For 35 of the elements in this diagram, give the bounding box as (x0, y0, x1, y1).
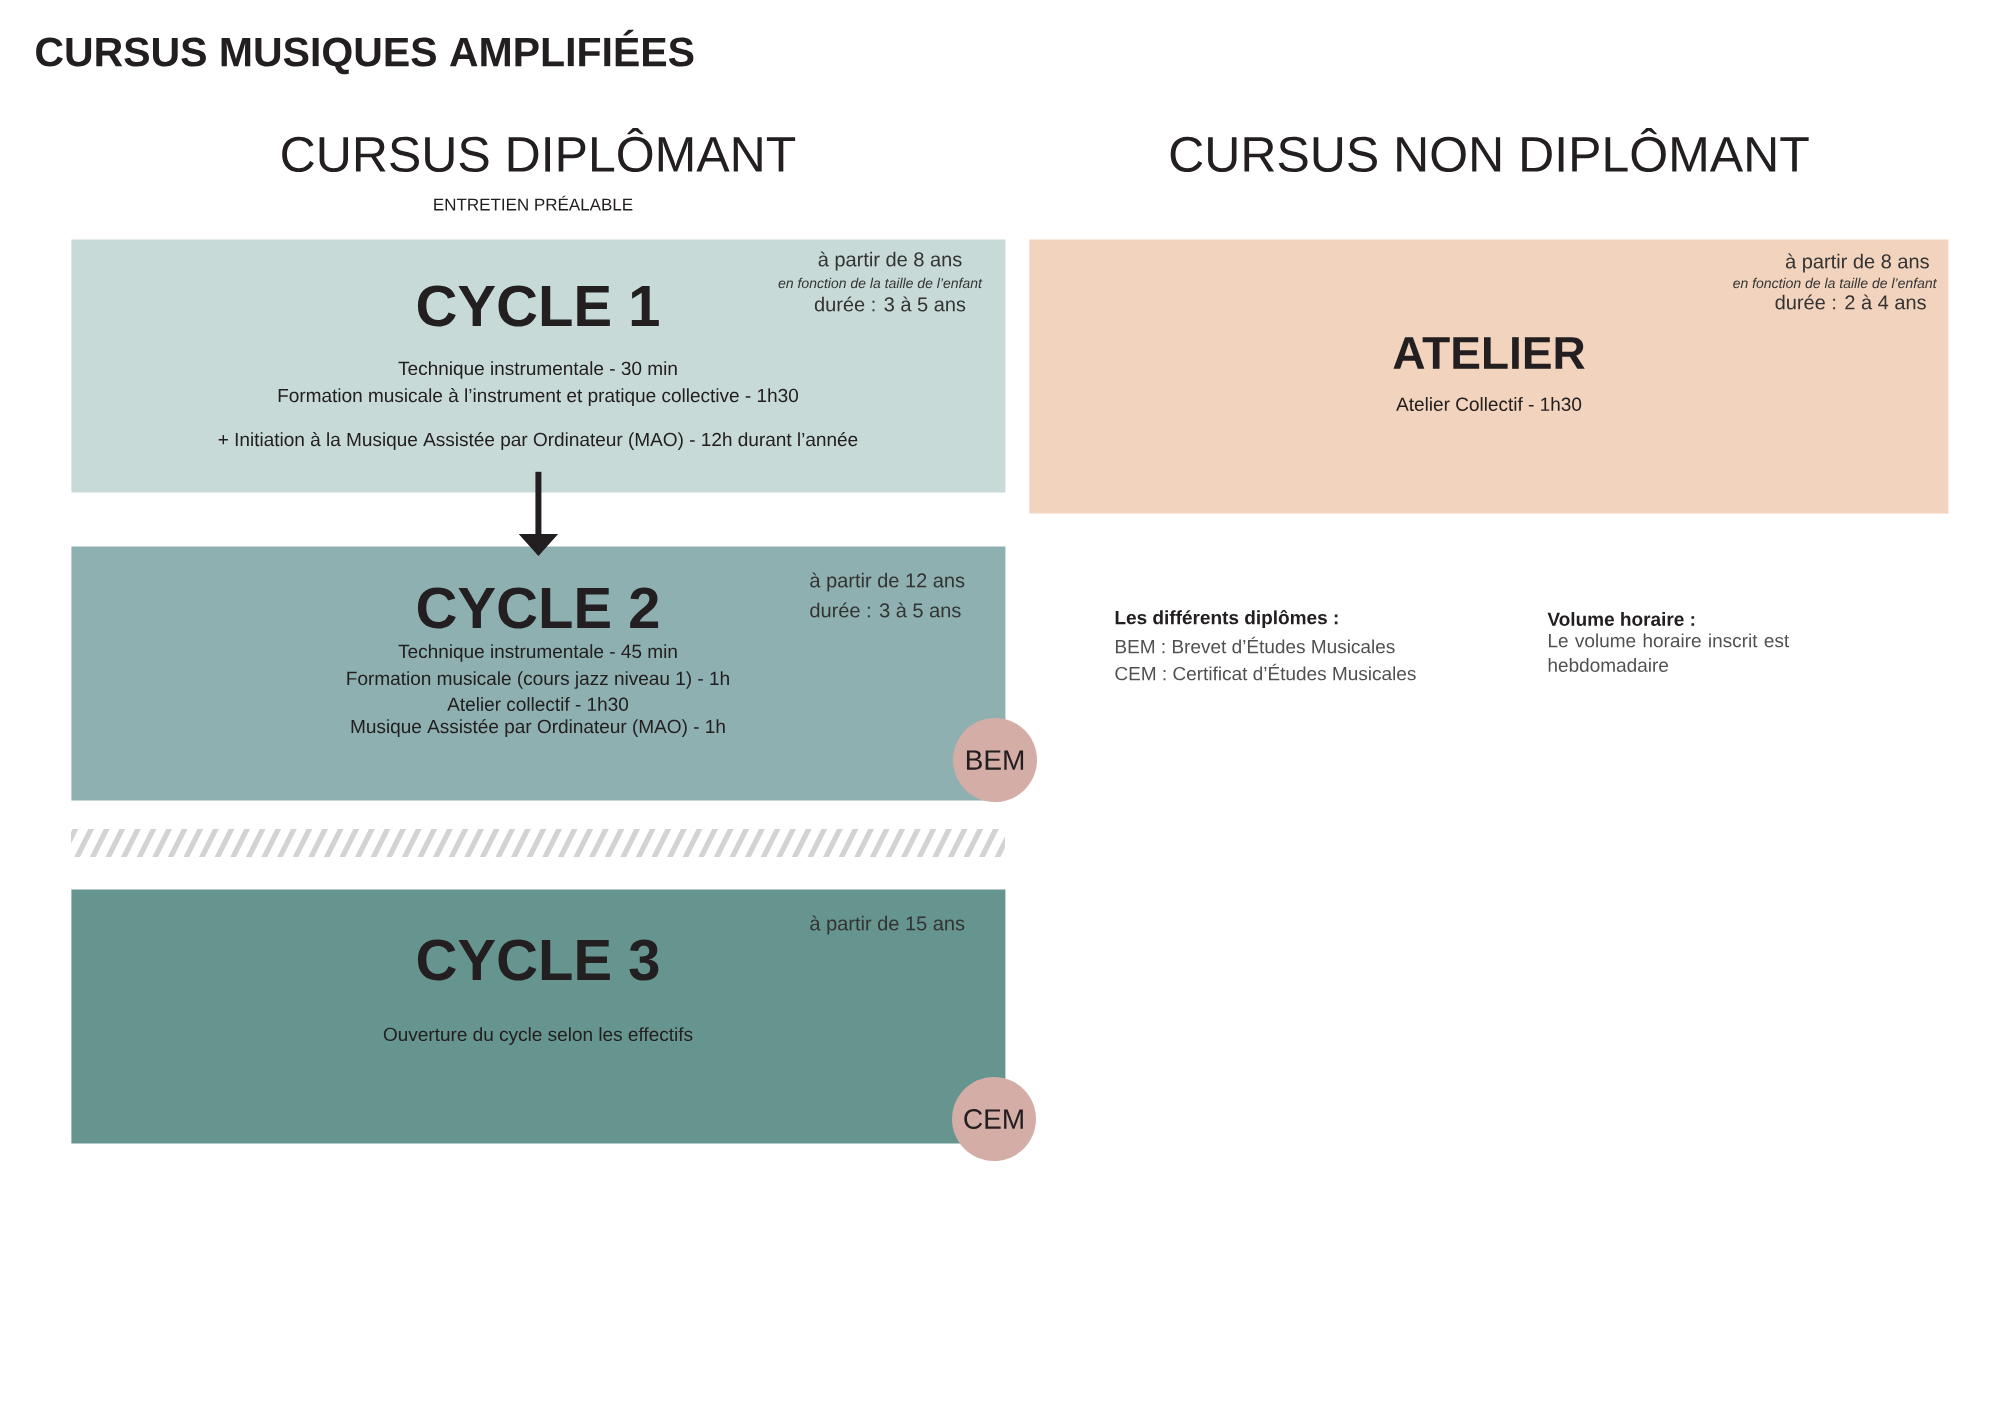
course-line: Musique Assistée par Ordinateur (MAO) - 1h (351, 719, 725, 737)
course-line: Ouverture du cycle selon les effectifs (383, 1027, 693, 1045)
course-line: Technique instrumentale - 45 min (398, 644, 677, 662)
page-title: CURSUS MUSIQUES AMPLIFIÉES (36, 29, 694, 75)
age-note: en fonction de la taille de l’enfant (778, 277, 983, 289)
workshop-box (1029, 239, 1949, 514)
duration-note: durée : 3 à 5 ans (810, 602, 961, 618)
course-line: Atelier Collectif - 1h30 (1396, 397, 1582, 411)
section-heading: CURSUS NON DIPLÔMANT (1170, 127, 1809, 173)
legend-heading: Volume horaire : (1547, 612, 1695, 626)
diploma-badge: BEM (953, 718, 1037, 802)
course-line: Formation musicale à l’instrument et pratique collective - 1h30 (278, 388, 798, 406)
course-line: Formation musicale (cours jazz niveau 1) - 1h (347, 671, 729, 689)
course-line: Atelier collectif - 1h30 (447, 697, 629, 711)
legend-heading: Les différents diplômes : (1115, 609, 1338, 629)
subheading-note: ENTRETIEN PRÉALABLE (434, 195, 633, 211)
cycle-title: CYCLE 2 (417, 587, 659, 629)
cycle-title: CYCLE 1 (417, 285, 659, 327)
age-note: en fonction de la taille de l’enfant (1733, 277, 1938, 289)
workshop-title: ATELIER (1393, 337, 1585, 369)
age-note: à partir de 12 ans (810, 572, 965, 592)
duration-note: durée : 2 à 4 ans (1775, 294, 1926, 310)
course-line: + Initiation à la Musique Assistée par Ordinateur (MAO) - 12h durant l’année (218, 432, 858, 450)
age-note: à partir de 8 ans (818, 251, 962, 271)
age-note: à partir de 15 ans (810, 915, 965, 935)
duration-note: durée : 3 à 5 ans (814, 296, 966, 312)
legend-text: BEM : Brevet d’Études Musicales (1116, 636, 1395, 654)
diploma-badge: CEM (952, 1077, 1036, 1161)
course-line: Technique instrumentale - 30 min (398, 361, 677, 379)
section-heading: CURSUS DIPLÔMANT (282, 127, 796, 173)
cycle-box (71, 239, 1006, 493)
legend-text: CEM : Certificat d’Études Musicales (1115, 663, 1416, 681)
legend-text: Le volume horaire inscrit est hebdomadaire (1548, 633, 1790, 672)
age-note: à partir de 8 ans (1785, 253, 1929, 273)
cycle-title: CYCLE 3 (417, 939, 659, 981)
